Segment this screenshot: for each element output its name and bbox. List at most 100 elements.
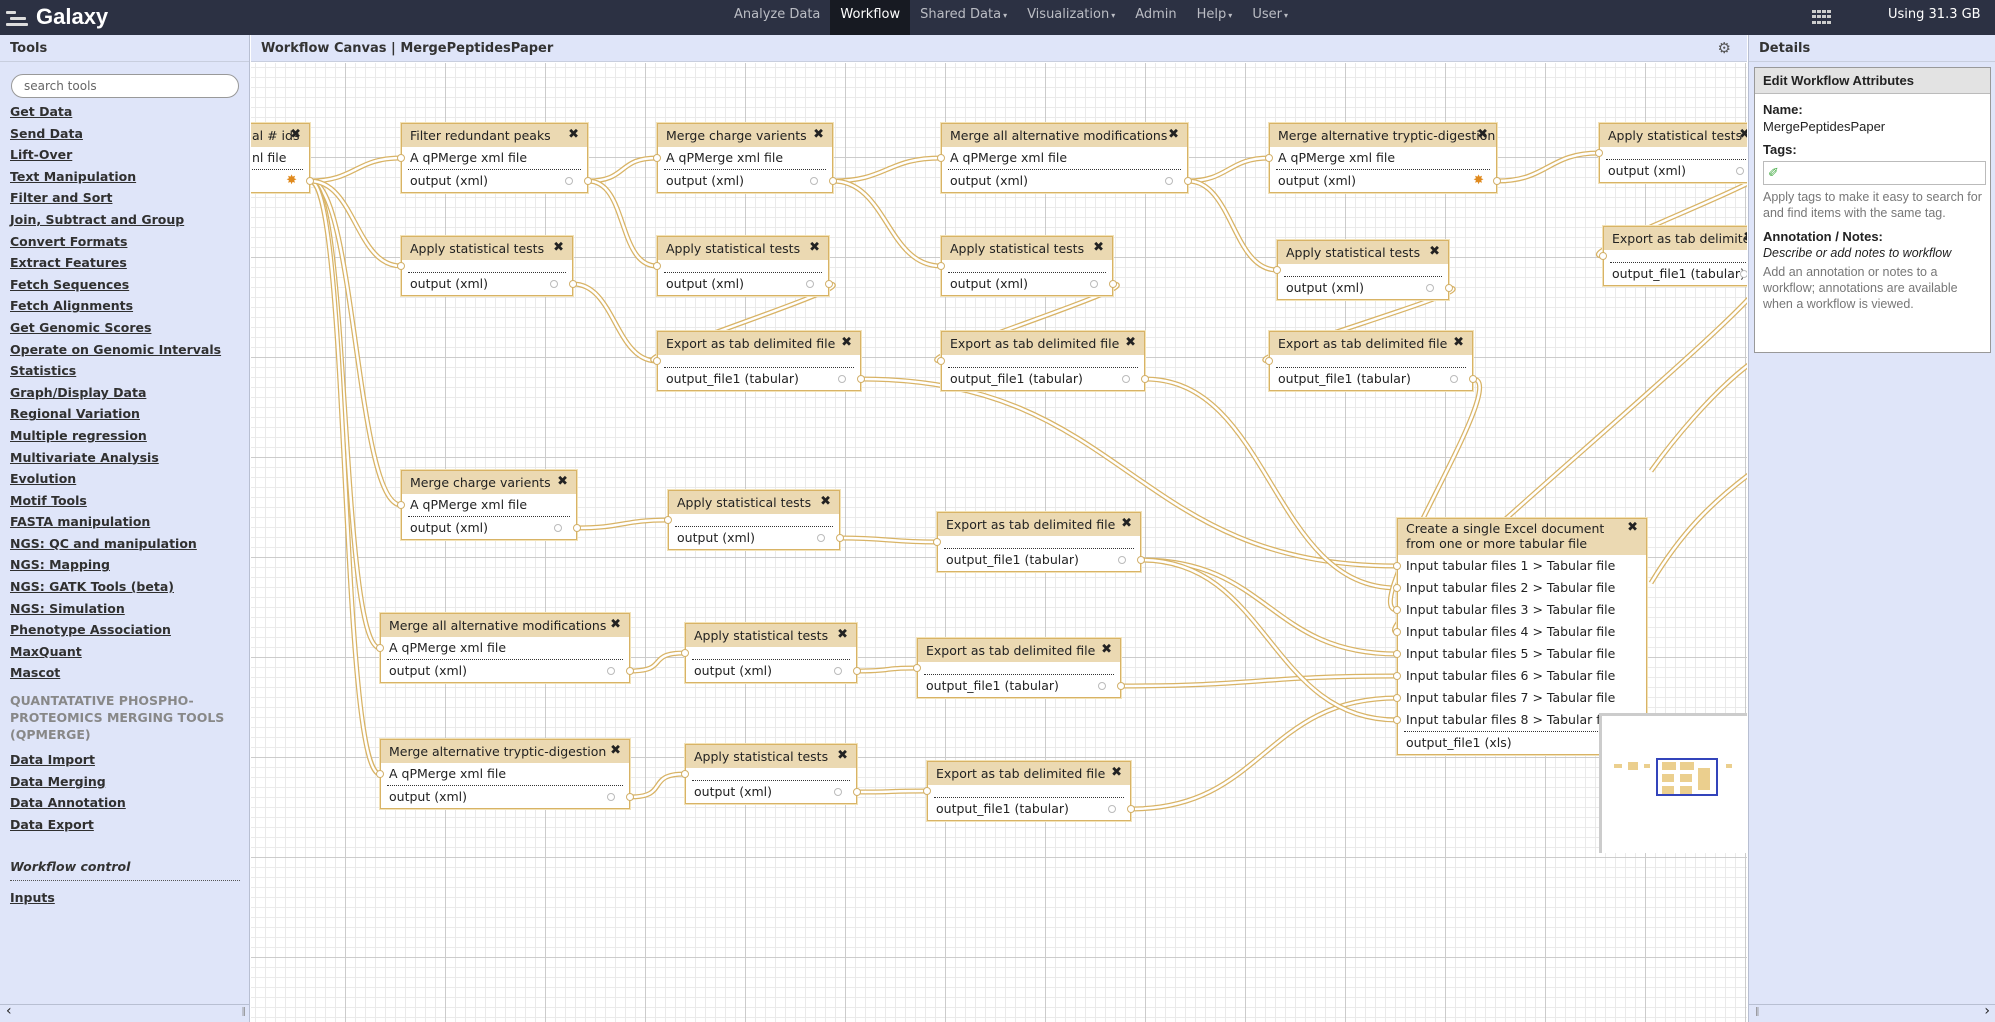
node-title[interactable]: Export as tab delimited file✖ bbox=[938, 513, 1140, 536]
input-terminal-icon[interactable] bbox=[1273, 266, 1281, 274]
output-terminal-icon[interactable] bbox=[853, 667, 861, 675]
node-input[interactable] bbox=[653, 260, 828, 272]
workflow-node[interactable]: Merge all alternative modifications✖A qP… bbox=[376, 613, 634, 683]
output-toggle-icon[interactable] bbox=[1450, 375, 1458, 383]
node-input[interactable]: A qPMerge xml file bbox=[937, 147, 1187, 169]
output-toggle-icon[interactable] bbox=[565, 177, 573, 185]
close-icon[interactable]: ✖ bbox=[290, 127, 301, 142]
node-input[interactable]: Input tabular files 6 > Tabular file bbox=[1393, 665, 1646, 687]
input-terminal-icon[interactable] bbox=[653, 262, 661, 270]
output-toggle-icon[interactable] bbox=[1108, 805, 1116, 813]
tool-section-evolution[interactable]: Evolution bbox=[10, 471, 77, 487]
node-input[interactable] bbox=[937, 260, 1112, 272]
tool-section-extract-features[interactable]: Extract Features bbox=[10, 255, 127, 271]
node-output[interactable]: output (xml) bbox=[381, 660, 634, 682]
node-input[interactable] bbox=[681, 647, 856, 659]
close-icon[interactable]: ✖ bbox=[1453, 335, 1464, 350]
node-output[interactable]: output (xml) bbox=[658, 170, 837, 192]
close-icon[interactable]: ✖ bbox=[553, 240, 564, 255]
input-terminal-icon[interactable] bbox=[1393, 650, 1401, 658]
node-input[interactable]: Input tabular files 1 > Tabular file bbox=[1393, 555, 1646, 577]
input-terminal-icon[interactable] bbox=[1393, 606, 1401, 614]
output-toggle-icon[interactable] bbox=[810, 177, 818, 185]
node-title[interactable]: Apply statistical tests✖ bbox=[686, 745, 856, 768]
workflow-node[interactable]: Apply statistical tests✖output (xml) bbox=[1595, 123, 1747, 183]
workflow-node[interactable]: Merge charge varients✖A qPMerge xml file… bbox=[397, 470, 581, 540]
resize-handle-icon[interactable]: ‖ bbox=[1755, 1007, 1760, 1017]
close-icon[interactable]: ✖ bbox=[1627, 520, 1638, 535]
output-terminal-icon[interactable] bbox=[836, 534, 844, 542]
workflow-node[interactable]: Apply statistical tests✖output (xml) bbox=[681, 744, 861, 804]
node-output[interactable]: output_file1 (tabular) bbox=[1604, 263, 1747, 285]
node-output[interactable]: output (xml) bbox=[1278, 277, 1453, 299]
workflow-output-star-icon[interactable]: ✸ bbox=[286, 173, 297, 188]
node-title[interactable]: Merge charge varients✖ bbox=[402, 471, 576, 494]
output-toggle-icon[interactable] bbox=[1090, 280, 1098, 288]
output-terminal-icon[interactable] bbox=[1141, 375, 1149, 383]
node-input[interactable]: Input tabular files 4 > Tabular file bbox=[1393, 621, 1646, 643]
workflow-node[interactable]: Merge charge varients✖A qPMerge xml file… bbox=[653, 123, 837, 193]
workflow-node[interactable]: al # ids✖nl file✸ bbox=[251, 123, 314, 193]
node-output[interactable]: output (xml) bbox=[402, 517, 581, 539]
input-terminal-icon[interactable] bbox=[1393, 694, 1401, 702]
node-input[interactable]: nl file bbox=[251, 147, 309, 169]
workflow-node[interactable]: Apply statistical tests✖ output (xml) bbox=[681, 623, 861, 683]
input-terminal-icon[interactable] bbox=[1265, 357, 1273, 365]
node-title[interactable]: Export as tab delimited file✖ bbox=[1270, 332, 1472, 355]
workflow-name-field[interactable]: MergePeptidesPaper bbox=[1763, 119, 1886, 134]
output-terminal-icon[interactable] bbox=[1137, 556, 1145, 564]
workflow-node[interactable]: Export as tab delimited file✖output_file… bbox=[933, 512, 1145, 572]
workflow-node[interactable]: Apply statistical tests✖output (xml) bbox=[664, 490, 844, 550]
node-output[interactable]: output (xml) bbox=[402, 273, 577, 295]
tool-section-get-data[interactable]: Get Data bbox=[10, 104, 73, 119]
output-terminal-icon[interactable] bbox=[626, 793, 634, 801]
output-toggle-icon[interactable] bbox=[834, 667, 842, 675]
nav-item-help[interactable]: Help▾ bbox=[1187, 0, 1243, 35]
tool-section-motif-tools[interactable]: Motif Tools bbox=[10, 492, 87, 508]
output-terminal-icon[interactable] bbox=[306, 177, 314, 185]
horizontal-scrollbar[interactable]: ‖ › bbox=[1749, 1003, 1995, 1022]
node-title[interactable]: Create a single Excel document from one … bbox=[1398, 519, 1646, 555]
annotation-field[interactable]: Describe or add notes to workflow bbox=[1763, 246, 1952, 260]
nav-item-user[interactable]: User▾ bbox=[1242, 0, 1298, 35]
brand[interactable]: Galaxy bbox=[6, 3, 108, 31]
input-terminal-icon[interactable] bbox=[376, 644, 384, 652]
output-terminal-icon[interactable] bbox=[1184, 177, 1192, 185]
node-input[interactable] bbox=[923, 785, 1130, 797]
horizontal-scrollbar[interactable]: ‹ ‖ bbox=[0, 1003, 250, 1022]
tool-section-send-data[interactable]: Send Data bbox=[10, 125, 83, 141]
tool-section-lift-over[interactable]: Lift-Over bbox=[10, 147, 73, 163]
node-title[interactable]: Apply statistical tests✖ bbox=[669, 491, 839, 514]
output-toggle-icon[interactable] bbox=[838, 375, 846, 383]
input-terminal-icon[interactable] bbox=[937, 357, 945, 365]
input-terminal-icon[interactable] bbox=[1393, 672, 1401, 680]
output-terminal-icon[interactable] bbox=[1127, 805, 1135, 813]
node-output[interactable]: output (xml) bbox=[686, 660, 861, 682]
node-input[interactable]: A qPMerge xml file bbox=[376, 637, 629, 659]
node-input[interactable] bbox=[937, 355, 1144, 367]
node-title[interactable]: Apply statistical tests✖ bbox=[686, 624, 856, 647]
workflow-node[interactable]: Merge alternative tryptic-digestion✖A qP… bbox=[376, 739, 634, 809]
node-input[interactable]: Input tabular files 8 > Tabular file bbox=[1393, 709, 1646, 731]
close-icon[interactable]: ✖ bbox=[1093, 240, 1104, 255]
nav-item-visualization[interactable]: Visualization▾ bbox=[1017, 0, 1125, 35]
close-icon[interactable]: ✖ bbox=[820, 494, 831, 509]
node-output[interactable]: output (xml) bbox=[942, 170, 1192, 192]
workflow-node[interactable]: Export as tab delimite✖output_file1 (tab… bbox=[1599, 226, 1747, 286]
tool-section-operate-on-genomic-intervals[interactable]: Operate on Genomic Intervals bbox=[10, 341, 222, 357]
close-icon[interactable]: ✖ bbox=[568, 127, 579, 142]
node-title[interactable]: Export as tab delimited file✖ bbox=[942, 332, 1144, 355]
output-terminal-icon[interactable] bbox=[1445, 284, 1453, 292]
input-terminal-icon[interactable] bbox=[1393, 584, 1401, 592]
input-terminal-icon[interactable] bbox=[653, 357, 661, 365]
input-terminal-icon[interactable] bbox=[653, 154, 661, 162]
input-terminal-icon[interactable] bbox=[1393, 562, 1401, 570]
overview-viewport[interactable] bbox=[1656, 758, 1718, 796]
workflow-node[interactable]: Merge alternative tryptic-digestion✖A qP… bbox=[1265, 123, 1501, 193]
workflow-node[interactable]: Filter redundant peaks✖A qPMerge xml fil… bbox=[397, 123, 592, 193]
output-terminal-icon[interactable] bbox=[1493, 177, 1501, 185]
node-input[interactable]: Input tabular files 5 > Tabular file bbox=[1393, 643, 1646, 665]
input-terminal-icon[interactable] bbox=[923, 787, 931, 795]
tool-section-filter-and-sort[interactable]: Filter and Sort bbox=[10, 190, 113, 206]
input-terminal-icon[interactable] bbox=[913, 664, 921, 672]
